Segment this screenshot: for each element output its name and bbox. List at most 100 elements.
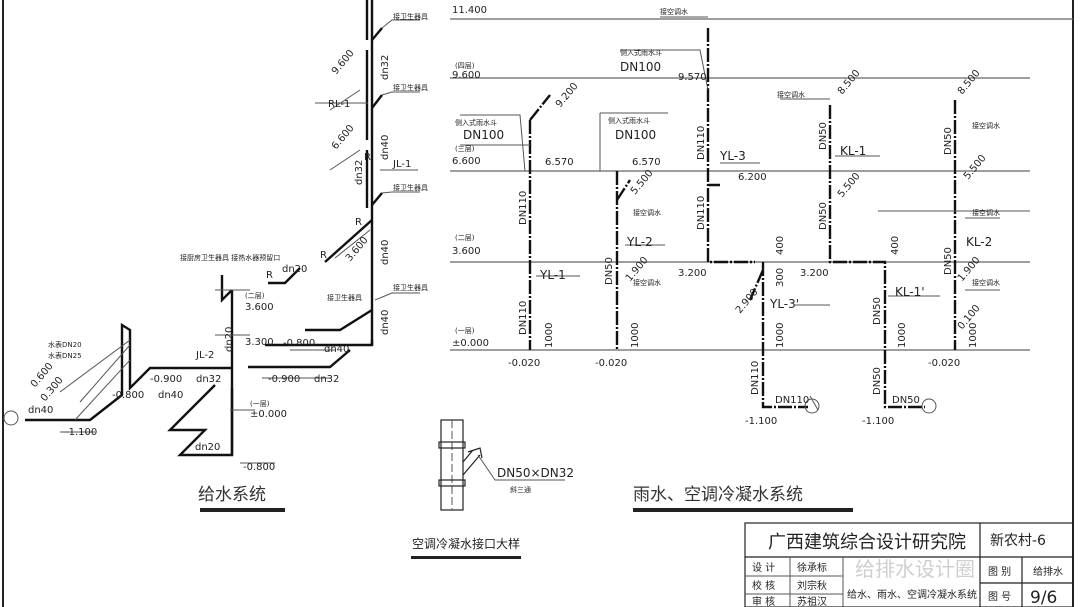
condensate-joint-detail: DN50×DN32 斜三通 空调冷凝水接口大样 [411, 419, 574, 559]
label-el: ±0.000 [250, 409, 287, 420]
title-underline [200, 508, 285, 512]
label-dn50: DN50 [892, 395, 920, 406]
watermark: 给排水设计圈 [855, 557, 975, 581]
label-el: 6.570 [545, 157, 574, 168]
branch-dn20 [268, 219, 373, 285]
label-fixture: 接卫生器具 [393, 83, 428, 92]
design-name: 徐承标 [797, 561, 827, 574]
label-el: -0.800 [283, 338, 315, 349]
pipe-kl1 [828, 105, 925, 409]
fixture-branches [371, 27, 383, 206]
label-el: 9.200 [554, 81, 581, 110]
label-el: 5.500 [962, 153, 989, 182]
pipe-yl1 [528, 94, 551, 350]
label-dn50: DN50 [872, 367, 883, 395]
branch-dn40 [265, 308, 374, 347]
label-el: 6.570 [632, 157, 661, 168]
label-dn: dn40 [158, 390, 183, 401]
category-label: 图 别 [988, 566, 1011, 578]
label-dn50: DN50 [943, 247, 954, 275]
label-dn: dn40 [380, 135, 391, 160]
label-el: 3.600 [245, 302, 274, 313]
pipe-yl3 [706, 28, 755, 264]
label-el: -0.800 [243, 462, 275, 473]
label-fixture: 接卫生器具 [327, 293, 362, 302]
label-dn50: DN50 [818, 202, 829, 230]
review-label: 审 核 [752, 595, 775, 607]
label-dn110: DN110 [518, 191, 529, 225]
label-el: 3.600 [452, 246, 481, 257]
drainage-system: 11.400 (四层) 9.600 (三层) 6.600 (二层) 3.600 … [450, 5, 1073, 512]
label-el: 9.570 [678, 72, 707, 83]
label-el: -0.020 [508, 358, 540, 369]
detail-title-underline [411, 556, 521, 559]
pipe-yl3-prime [748, 262, 808, 409]
label-el: 9.600 [452, 70, 481, 81]
label-ac-water: 接空调水 [633, 208, 661, 217]
label-kitchen: 接厨房卫生器具 接热水器预留口 [180, 253, 280, 262]
label-dn110: DN110 [775, 395, 809, 406]
label-dim: 400 [890, 236, 901, 255]
label-kl2: KL-2 [966, 235, 992, 249]
label-dn: dn20 [282, 264, 307, 275]
floor-lines [450, 18, 1073, 351]
label-el: 3.200 [800, 268, 829, 279]
water-supply-title: 给水系统 [198, 485, 266, 505]
label-floor4: (四层) [455, 62, 475, 70]
title-block: 广西建筑综合设计研究院 新农村-6 设 计 徐承标 校 核 刘宗秋 审 核 苏祖… [744, 522, 1074, 607]
label-fixture: 接卫生器具 [393, 12, 428, 21]
label-r: R [266, 270, 273, 281]
label-dn: dn40 [380, 310, 391, 335]
drainage-title: 雨水、空调冷凝水系统 [633, 485, 803, 505]
label-dn: dn32 [354, 160, 365, 185]
label-dn100: DN100 [615, 128, 656, 142]
outfall-marker [804, 398, 820, 414]
fitting-size: DN50×DN32 [497, 466, 574, 480]
label-floor1: (一层) [455, 327, 475, 335]
label-el: 6.600 [330, 123, 357, 152]
label-rain-hopper: 侧入式雨水斗 [620, 48, 662, 57]
label-meter-dn25: 水表DN25 [48, 351, 82, 360]
water-supply-system: RL-1 JL-1 JL-2 接卫生器具 接卫生器具 接卫生器具 接卫生器具 接… [3, 0, 428, 512]
label-dn: dn40 [324, 344, 349, 355]
label-dim: 1000 [897, 323, 908, 348]
label-ac-water: 接空调水 [972, 208, 1000, 217]
label-ac-water: 接空调水 [633, 278, 661, 287]
project-name: 新农村-6 [990, 533, 1046, 549]
label-floor2: (二层) [245, 292, 265, 300]
label-floor3: (三层) [455, 145, 475, 153]
review-name: 苏祖汉 [797, 595, 827, 607]
label-dim: 1000 [630, 323, 641, 348]
label-el: -1.100 [745, 416, 777, 427]
outfall-marker [921, 398, 937, 414]
number-label: 图 号 [988, 591, 1011, 603]
label-dn110: DN110 [696, 196, 707, 230]
check-name: 刘宗秋 [797, 579, 827, 592]
riser-jl2 [220, 275, 351, 455]
label-dim: 300 [775, 268, 786, 287]
label-r: R [355, 217, 362, 228]
riser-jl1 [365, 0, 374, 345]
label-dn: dn40 [28, 405, 53, 416]
label-dn: dn20 [224, 327, 235, 352]
design-label: 设 计 [752, 561, 775, 574]
label-el: -0.900 [268, 374, 300, 385]
check-label: 校 核 [752, 579, 775, 592]
label-el: -1.100 [862, 416, 894, 427]
label-dn100: DN100 [620, 60, 661, 74]
label-dn: dn32 [314, 374, 339, 385]
label-kl1: KL-1 [840, 144, 866, 158]
label-dn110: DN110 [518, 301, 529, 335]
label-el: 3.200 [678, 268, 707, 279]
label-r: R [320, 250, 327, 261]
label-rain-hopper: 侧入式雨水斗 [608, 116, 650, 125]
label-el: -1.100 [65, 427, 97, 438]
label-rain-hopper: 侧入式雨水斗 [455, 118, 497, 127]
service-pipe [25, 322, 232, 422]
fitting-name: 斜三通 [510, 485, 531, 494]
label-dn110: DN110 [696, 126, 707, 160]
label-rl1: RL-1 [328, 99, 350, 110]
label-jl2: JL-2 [195, 350, 214, 361]
drawing-title: 给水、雨水、空调冷凝水系统 [847, 588, 977, 601]
